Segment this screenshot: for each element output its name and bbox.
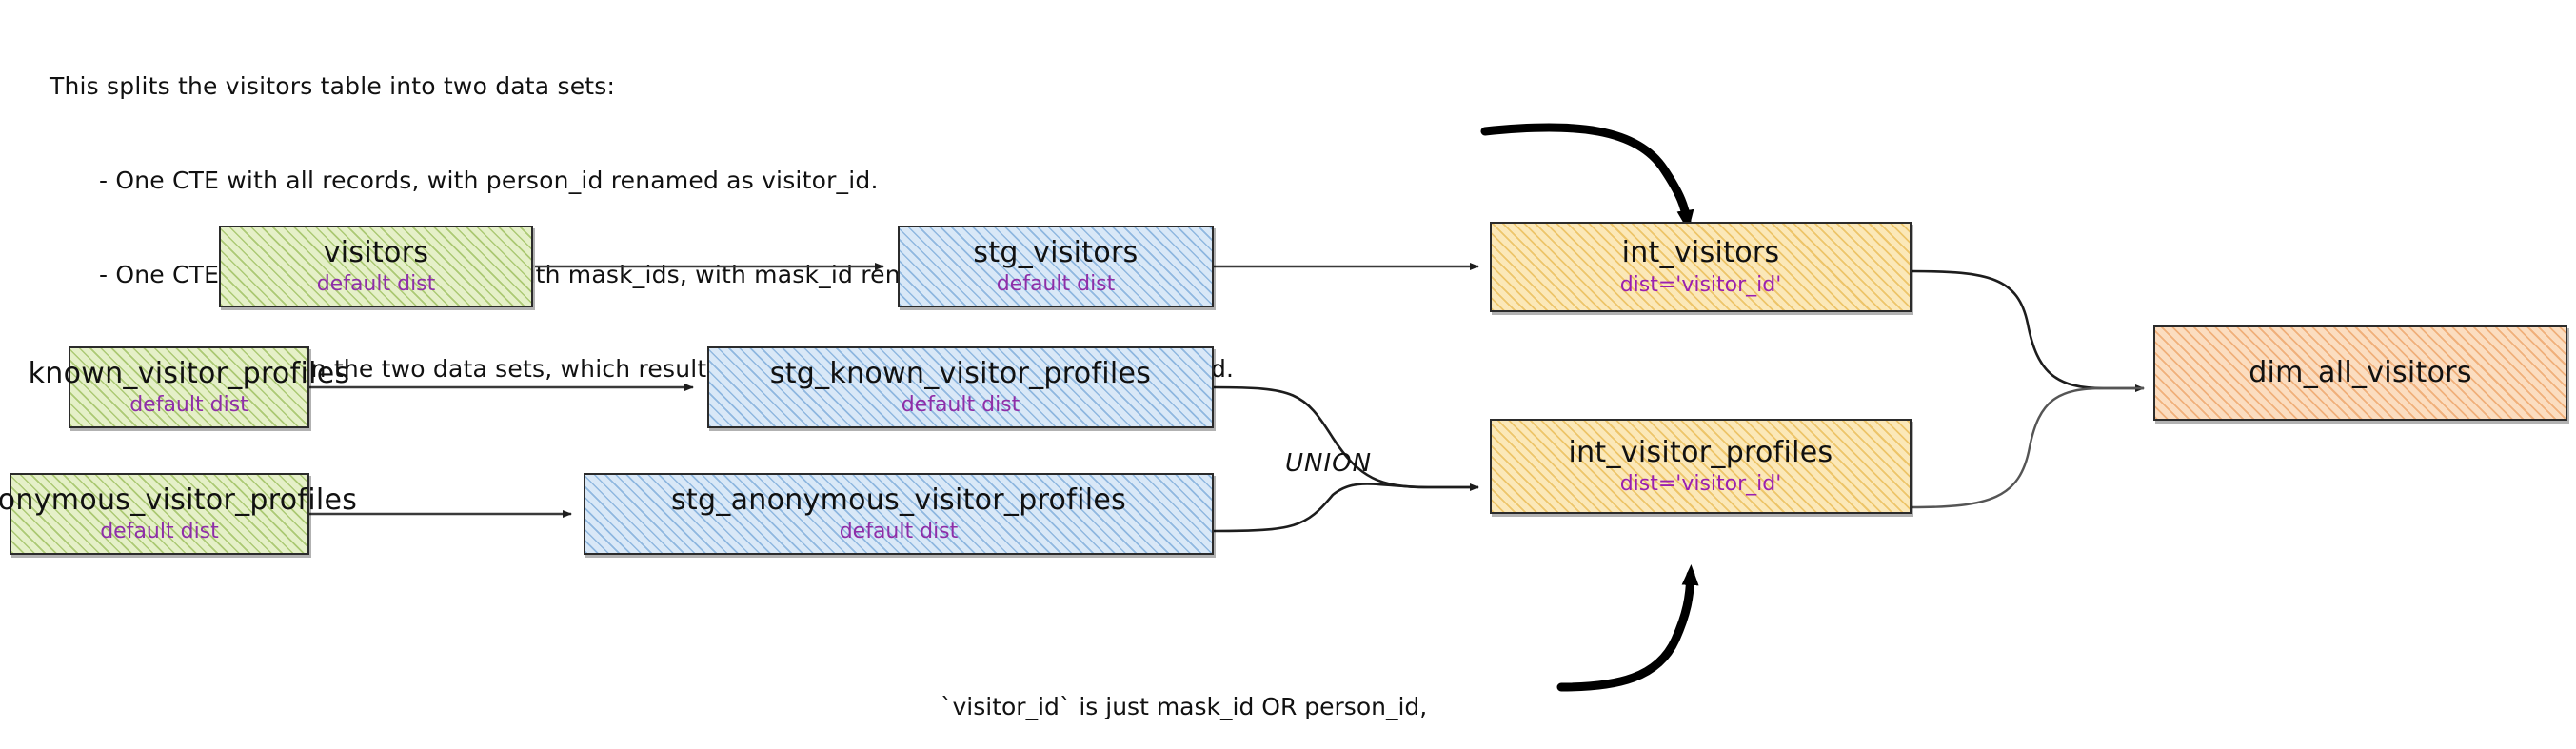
node-int-visitor-profiles[interactable]: int_visitor_profiles dist='visitor_id': [1490, 419, 1912, 514]
node-stg-anonymous-visitor-profiles[interactable]: stg_anonymous_visitor_profiles default d…: [584, 473, 1214, 555]
node-dim-all-visitors-title: dim_all_visitors: [2249, 356, 2472, 390]
bottom-annotation: `visitor_id` is just mask_id OR person_i…: [941, 628, 1492, 749]
node-int-visitor-profiles-dist: dist='visitor_id': [1619, 472, 1782, 497]
edge-label-union: UNION: [1285, 449, 1373, 478]
node-known-visitor-profiles[interactable]: known_visitor_profiles default dist: [29, 346, 349, 428]
node-visitors-title: visitors: [323, 235, 429, 269]
top-annotation-line-2: - One CTE with all records, with person_…: [99, 167, 879, 194]
edge-int-visitors-to-dim-all-visitors: [1911, 269, 2145, 392]
node-visitors-dist: default dist: [316, 272, 436, 297]
node-stg-anonymous-visitor-profiles-title: stg_anonymous_visitor_profiles: [670, 483, 1127, 517]
bottom-annotation-line-1: `visitor_id` is just mask_id OR person_i…: [941, 693, 1428, 720]
node-stg-visitors-dist: default dist: [996, 272, 1116, 297]
node-known-visitor-profiles-dist: default dist: [129, 393, 248, 418]
node-stg-anonymous-visitor-profiles-dist: default dist: [839, 520, 959, 544]
node-visitors[interactable]: visitors default dist: [219, 226, 533, 307]
node-dim-all-visitors[interactable]: dim_all_visitors: [2153, 325, 2567, 421]
callout-arrow-bottom: [1556, 564, 1699, 692]
node-int-visitors[interactable]: int_visitors dist='visitor_id': [1490, 222, 1912, 312]
node-stg-known-visitor-profiles[interactable]: stg_known_visitor_profiles default dist: [707, 346, 1214, 428]
edge-stg-anonymous-to-int-visitor-profiles: [1213, 483, 1478, 533]
node-stg-visitors-title: stg_visitors: [973, 235, 1139, 269]
node-anonymous-visitor-profiles-title: anonymous_visitor_profiles: [0, 483, 358, 517]
node-anonymous-visitor-profiles-dist: default dist: [100, 520, 219, 544]
top-annotation-line-1: This splits the visitors table into two …: [50, 72, 616, 100]
node-int-visitors-title: int_visitors: [1621, 236, 1780, 270]
node-known-visitor-profiles-title: known_visitor_profiles: [28, 356, 350, 390]
node-int-visitor-profiles-title: int_visitor_profiles: [1568, 435, 1833, 469]
node-stg-known-visitor-profiles-dist: default dist: [901, 393, 1020, 418]
node-stg-known-visitor-profiles-title: stg_known_visitor_profiles: [769, 356, 1152, 390]
node-stg-visitors[interactable]: stg_visitors default dist: [898, 226, 1214, 307]
callout-arrow-top: [1480, 123, 1694, 231]
node-int-visitors-dist: dist='visitor_id': [1619, 272, 1782, 297]
edge-int-visitor-profiles-to-dim-all-visitors: [1911, 386, 2144, 509]
node-anonymous-visitor-profiles[interactable]: anonymous_visitor_profiles default dist: [0, 473, 357, 555]
